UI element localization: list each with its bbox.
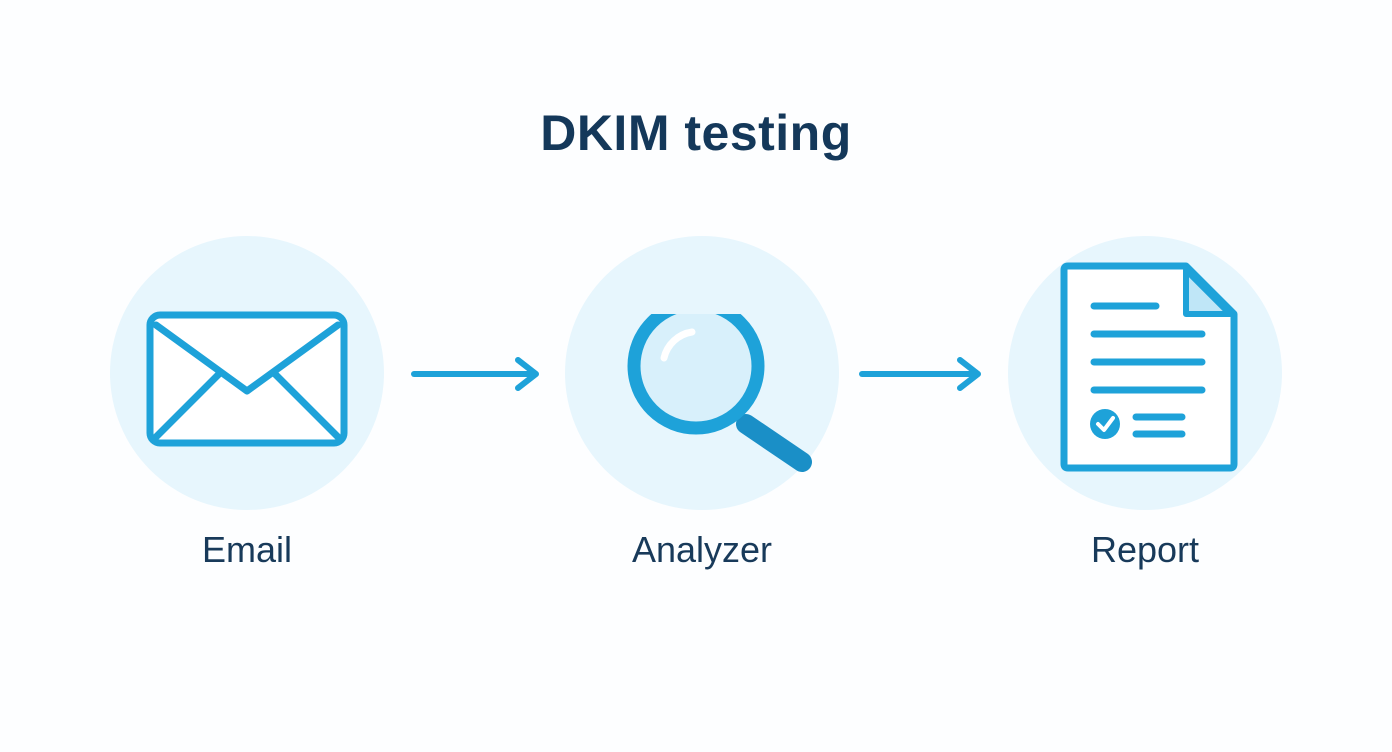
report-label: Report: [1090, 529, 1200, 570]
magnifier-icon: [627, 314, 812, 472]
analyzer-label: Analyzer: [631, 529, 773, 570]
envelope-icon: [146, 311, 348, 447]
email-label: Email: [201, 529, 293, 570]
arrow-email-to-analyzer: [411, 357, 539, 391]
report-document-icon: [1060, 262, 1238, 472]
diagram-title: DKIM testing: [540, 105, 852, 161]
arrow-analyzer-to-report: [859, 357, 981, 391]
